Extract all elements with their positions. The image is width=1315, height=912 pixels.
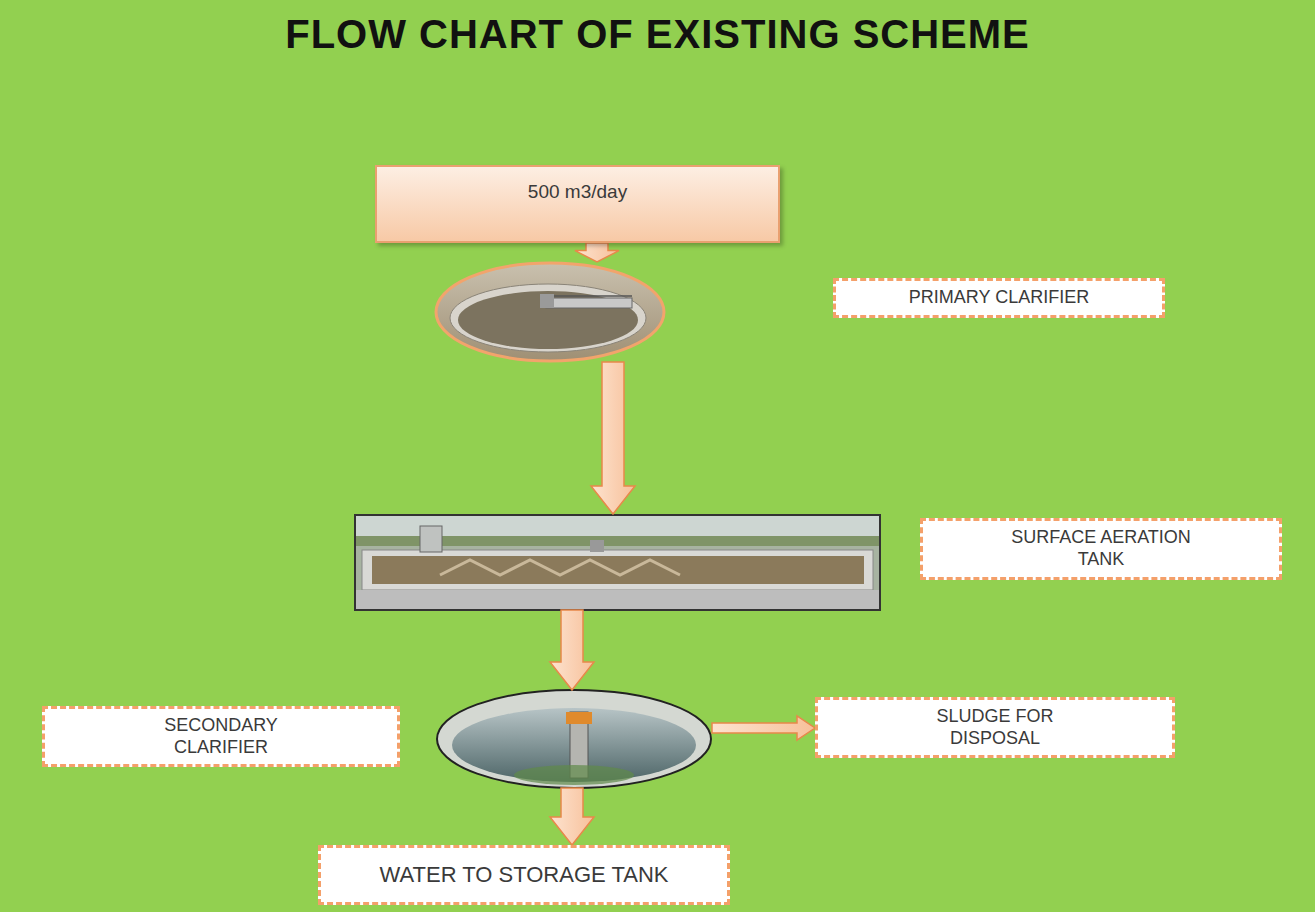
stage-label-box: SURFACE AERATION TANK	[920, 518, 1282, 580]
label-box: SLUDGE FOR DISPOSAL	[815, 697, 1175, 758]
flow-arrow	[575, 243, 619, 262]
aeration-tank-photo	[355, 515, 880, 610]
node-text: PRIMARY CLARIFIER	[909, 287, 1089, 309]
stage-photo-node: SURFACE AERATION TANK	[355, 514, 880, 610]
stage-photo-node: PRIMARY CLARIFIER	[435, 262, 665, 362]
flow-arrow	[591, 362, 635, 514]
flow-input-box: 500 m3/day	[375, 165, 780, 243]
primary-clarifier-photo	[436, 263, 664, 361]
stage-photo-node: SECONDARY CLARIFIER	[437, 690, 712, 788]
stage-label-box: PRIMARY CLARIFIER	[833, 278, 1165, 318]
node-text: SURFACE AERATION TANK	[996, 527, 1206, 570]
flow-arrow	[712, 716, 815, 740]
node-text: SECONDARY CLARIFIER	[146, 715, 296, 758]
secondary-clarifier-photo	[437, 690, 711, 788]
label-box: WATER TO STORAGE TANK	[318, 845, 730, 905]
node-text: 500 m3/day	[377, 181, 778, 204]
flow-arrow	[550, 610, 594, 690]
flow-arrow	[550, 788, 594, 845]
node-text: SLUDGE FOR DISPOSAL	[920, 706, 1070, 749]
stage-label-box: SECONDARY CLARIFIER	[42, 706, 400, 767]
node-text: WATER TO STORAGE TANK	[380, 862, 669, 888]
chart-title: FLOW CHART OF EXISTING SCHEME	[0, 12, 1315, 57]
